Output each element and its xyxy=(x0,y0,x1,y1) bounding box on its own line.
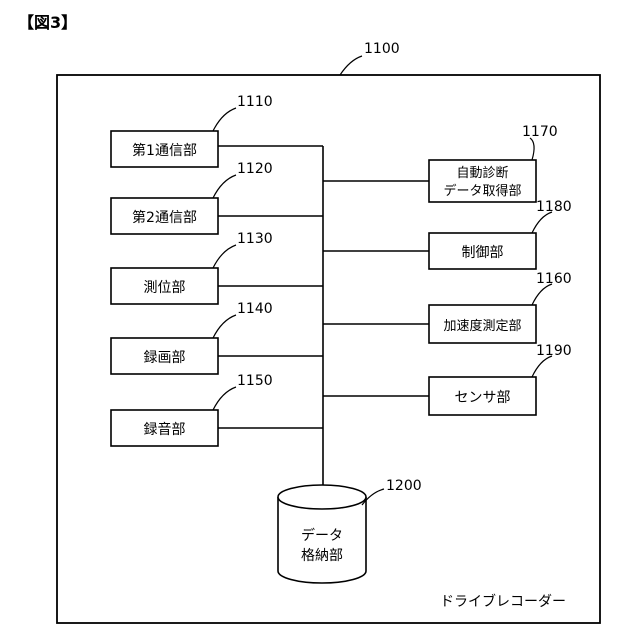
cylinder-top xyxy=(278,485,366,509)
block-label: 測位部 xyxy=(144,280,186,296)
block-label: 制御部 xyxy=(462,245,504,261)
block-1170: 自動診断 データ取得部 1170 xyxy=(429,124,558,202)
ref-leader xyxy=(213,175,236,198)
block-label: 録画部 xyxy=(144,350,186,366)
block-1190: センサ部 1190 xyxy=(429,343,572,415)
ref-leader xyxy=(532,212,552,233)
ref-number: 1140 xyxy=(237,301,273,317)
device-ref-leader xyxy=(340,56,362,75)
block-label-line2: データ取得部 xyxy=(443,183,521,199)
block-label: 録音部 xyxy=(144,421,186,438)
block-1130: 測位部 1130 xyxy=(111,231,273,304)
ref-number: 1170 xyxy=(522,124,558,140)
ref-leader xyxy=(532,356,552,377)
ref-number: 1150 xyxy=(237,373,273,389)
ref-leader xyxy=(213,315,236,338)
block-label: 加速度測定部 xyxy=(443,318,521,334)
ref-number: 1160 xyxy=(536,271,572,287)
ref-leader xyxy=(530,138,534,160)
ref-number: 1190 xyxy=(536,343,572,359)
ref-leader xyxy=(213,108,236,131)
ref-number: 1200 xyxy=(386,478,422,494)
block-label: 第2通信部 xyxy=(132,209,197,226)
ref-number: 1130 xyxy=(237,231,273,247)
block-1120: 第2通信部 1120 xyxy=(111,161,273,234)
block-1160: 加速度測定部 1160 xyxy=(429,271,572,343)
storage-1200: データ 格納部 1200 xyxy=(278,478,422,583)
ref-leader xyxy=(532,284,552,305)
storage-label-line2: 格納部 xyxy=(301,548,343,564)
block-label: 第1通信部 xyxy=(132,142,197,159)
block-label-line1: 自動診断 xyxy=(456,165,508,181)
device-name: ドライブレコーダー xyxy=(440,593,566,610)
block-label: センサ部 xyxy=(455,390,511,406)
ref-leader xyxy=(213,245,236,268)
block-1110: 第1通信部 1110 xyxy=(111,94,273,167)
block-1150: 録音部 1150 xyxy=(111,373,273,446)
ref-number: 1180 xyxy=(536,199,572,215)
figure-label: 【図3】 xyxy=(18,13,77,32)
block-1180: 制御部 1180 xyxy=(429,199,572,269)
ref-number: 1120 xyxy=(237,161,273,177)
ref-number: 1110 xyxy=(237,94,273,110)
ref-leader xyxy=(213,387,236,410)
storage-label-line1: データ xyxy=(301,527,343,544)
device-ref: 1100 xyxy=(364,41,400,57)
block-1140: 録画部 1140 xyxy=(111,301,273,374)
